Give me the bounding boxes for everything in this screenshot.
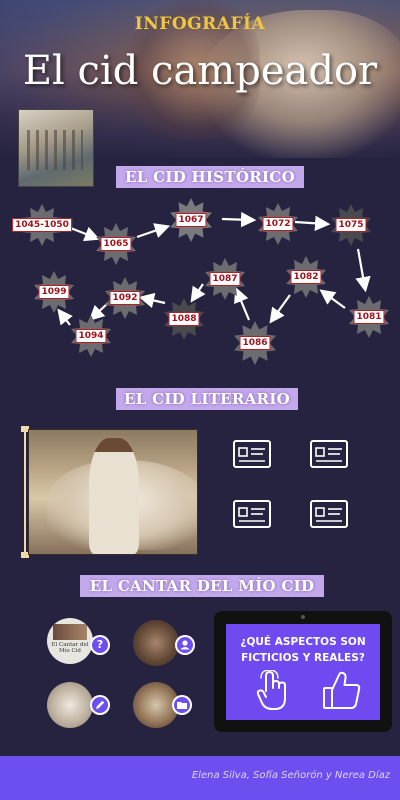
- arrow-11: [88, 302, 109, 322]
- folder-badge-icon[interactable]: [172, 695, 192, 715]
- tap-hand-icon[interactable]: [254, 670, 292, 712]
- knight-figure: [89, 438, 139, 554]
- timeline-star: 1088: [162, 297, 206, 341]
- pencil-icon: [96, 700, 105, 709]
- arrow-10: [138, 292, 166, 308]
- arrow-7: [269, 294, 291, 324]
- arrow-2: [136, 223, 171, 239]
- arrow-5: [355, 248, 371, 293]
- battle-thumbnail-image: [19, 110, 93, 186]
- timeline-year: 1045-1050: [12, 218, 72, 232]
- timeline-year: 1099: [38, 285, 70, 299]
- question-badge-icon[interactable]: ?: [90, 635, 110, 655]
- timeline-year: 1072: [262, 217, 294, 231]
- knight-with-horse-image: [29, 430, 197, 554]
- timeline-year: 1088: [168, 312, 200, 326]
- book-cover-title: El Cantar del Mío Cid: [51, 642, 89, 654]
- arrow-9: [190, 283, 206, 303]
- timeline-star: 1099: [32, 270, 76, 314]
- timeline-star: 1092: [103, 276, 147, 320]
- timeline-star: 1072: [256, 202, 300, 246]
- thumbs-up-icon[interactable]: [322, 670, 362, 712]
- question-text: ¿QUÉ ASPECTOS SON FICTICIOS Y REALES?: [240, 636, 366, 664]
- slider-handle-bottom[interactable]: [21, 552, 29, 558]
- arrow-6: [319, 289, 346, 309]
- tablet-screen: ¿QUÉ ASPECTOS SON FICTICIOS Y REALES?: [226, 624, 380, 720]
- authors-credit: Elena Silva, Sofía Señorón y Nerea Díaz: [191, 770, 390, 781]
- timeline-star: 1086: [232, 320, 278, 366]
- timeline-star: 1067: [168, 197, 214, 243]
- timeline-year: 1065: [100, 237, 132, 251]
- arrow-3: [221, 211, 257, 228]
- knight-scene-image: [47, 682, 93, 728]
- tablet-camera: [301, 615, 305, 619]
- timeline-star: 1045-1050: [12, 203, 72, 247]
- timeline-year: 1082: [290, 270, 322, 284]
- arrow-4: [294, 215, 331, 231]
- timeline-star: 1087: [203, 257, 247, 301]
- id-card-icon[interactable]: [233, 440, 271, 468]
- tablet-device: ¿QUÉ ASPECTOS SON FICTICIOS Y REALES?: [214, 611, 392, 732]
- id-card-icon[interactable]: [233, 500, 271, 528]
- timeline-year: 1092: [109, 291, 141, 305]
- book-cover-image: El Cantar del Mío Cid: [47, 618, 93, 664]
- timeline-star: 1094: [69, 314, 113, 358]
- person-icon: [180, 640, 190, 650]
- id-card-icon[interactable]: [310, 440, 348, 468]
- timeline-year: 1087: [209, 272, 241, 286]
- timeline-star: 1065: [94, 222, 138, 266]
- section-title-cantar: EL CANTAR DEL MÍO CID: [80, 575, 324, 597]
- timeline-year: 1075: [335, 218, 367, 232]
- person-badge-icon[interactable]: [175, 635, 195, 655]
- book-cover-art: [53, 624, 87, 640]
- slider-handle-top[interactable]: [21, 426, 29, 432]
- arrow-1: [67, 225, 101, 242]
- footer-bar: Elena Silva, Sofía Señorón y Nerea Díaz: [0, 756, 400, 800]
- pencil-badge-icon[interactable]: [90, 695, 110, 715]
- timeline-star: 1081: [347, 295, 391, 339]
- section-title-historic: EL CID HISTÓRICO: [116, 166, 304, 188]
- header-banner: INFOGRAFÍA El cid campeador: [0, 0, 400, 158]
- page-title: El cid campeador: [22, 48, 378, 94]
- id-card-icon[interactable]: [310, 500, 348, 528]
- timeline-year: 1067: [175, 213, 207, 227]
- timeline-star: 1075: [329, 203, 373, 247]
- timeline-star: 1082: [284, 255, 328, 299]
- header-rider-image: [130, 0, 260, 140]
- timeline-arrows: [57, 211, 371, 326]
- arrow-8: [234, 286, 251, 321]
- kicker-title: INFOGRAFÍA: [134, 14, 266, 34]
- folder-icon: [177, 702, 187, 709]
- image-slider-track[interactable]: [24, 428, 26, 556]
- section-title-literary: EL CID LITERARIO: [116, 388, 298, 410]
- battle-scene-image: [133, 620, 179, 666]
- timeline-year: 1086: [239, 336, 271, 350]
- arrow-12: [57, 308, 73, 326]
- timeline-year: 1081: [353, 310, 385, 324]
- timeline-year: 1094: [75, 329, 107, 343]
- illustration-scene-image: [133, 682, 179, 728]
